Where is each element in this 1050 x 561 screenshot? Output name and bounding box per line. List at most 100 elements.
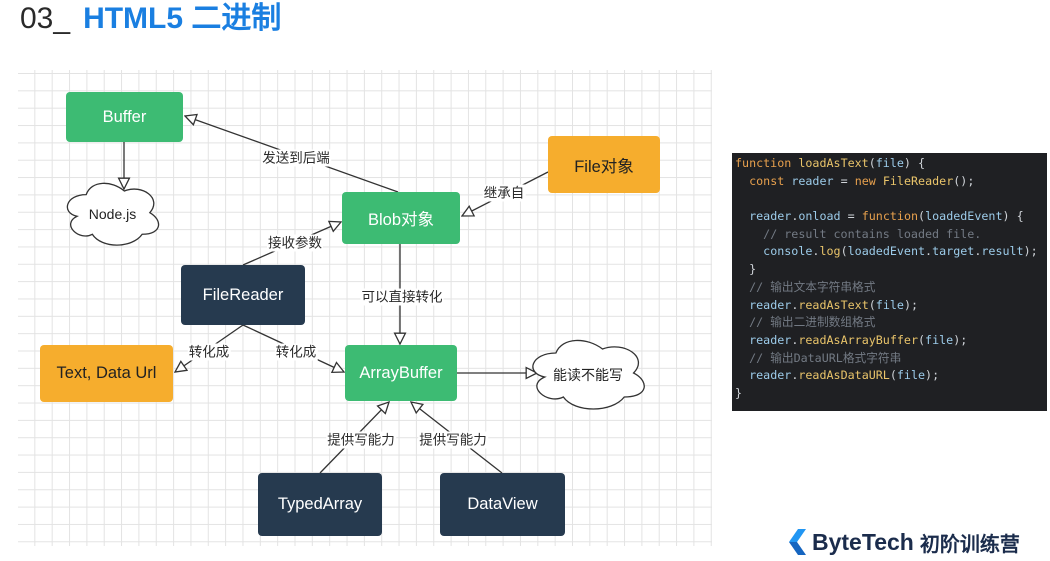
code-token: // result contains loaded file.	[763, 226, 982, 241]
code-line: const reader = new FileReader();	[735, 173, 1047, 191]
code-token: (	[917, 332, 926, 347]
node-blob: Blob对象	[342, 192, 460, 244]
node-label: 能读不能写	[553, 366, 623, 383]
node-arraybuffer: ArrayBuffer	[345, 345, 457, 401]
code-token: )	[903, 156, 911, 170]
node-label: Blob对象	[367, 211, 435, 229]
code-token	[735, 244, 763, 258]
code-token: function	[735, 156, 792, 170]
code-token: reader	[791, 173, 834, 188]
node-label: ArrayBuffer	[359, 363, 443, 382]
page-title: 03_HTML5 二进制	[20, 1, 281, 37]
code-line: console.log(loadedEvent.target.result);	[735, 243, 1047, 261]
code-token: ;	[910, 297, 919, 312]
node-text-data-url: Text, Data Url	[40, 345, 173, 402]
code-token	[735, 209, 749, 223]
code-token: loadAsText	[798, 156, 869, 170]
edge-label-file-to-blob: 继承自	[482, 184, 526, 202]
code-token: file	[875, 156, 904, 170]
brand-name: ByteTech	[812, 528, 914, 555]
code-token: .	[974, 244, 982, 259]
code-token: reader	[749, 297, 792, 312]
code-token: )	[960, 173, 968, 188]
code-token: console	[763, 244, 813, 259]
code-token: reader	[749, 332, 792, 347]
code-token: ;	[967, 173, 975, 188]
code-token: // 输出二进制数组格式	[749, 315, 876, 330]
code-token: )	[1002, 209, 1010, 224]
code-token	[834, 174, 841, 188]
code-token: )	[1023, 244, 1031, 259]
cloud-shape	[65, 182, 160, 246]
code-token: (	[953, 173, 961, 188]
code-token: reader	[749, 209, 792, 224]
node-label: Node.js	[88, 206, 137, 222]
code-token: function	[861, 209, 919, 224]
code-token: {	[918, 156, 926, 170]
node-nodejs: Node.js	[65, 182, 160, 246]
code-line: reader.readAsArrayBuffer(file);	[735, 332, 1047, 350]
code-token: onload	[798, 209, 841, 224]
code-token: (	[918, 209, 926, 224]
code-token: ;	[960, 332, 968, 347]
code-token: .	[791, 368, 799, 383]
code-token: )	[925, 368, 933, 383]
code-line: function loadAsText(file) {	[735, 155, 1047, 173]
bytetech-logo: ByteTech 初阶训练营	[789, 527, 1020, 557]
code-token	[735, 227, 763, 241]
title-main: HTML5 二进制	[83, 2, 282, 35]
node-label: Text, Data Url	[56, 364, 157, 382]
code-token: =	[840, 173, 848, 188]
code-token	[735, 280, 749, 294]
code-token: readAsDataURL	[798, 368, 890, 383]
code-snippet: function loadAsText(file) { const reader…	[732, 153, 1047, 411]
edge-label-filereader-to-blob: 接收参数	[267, 234, 323, 252]
cloud-shape	[530, 339, 646, 410]
code-token: new	[854, 173, 876, 188]
code-token: result	[981, 244, 1024, 259]
edge-label-typedarray-to-arraybuffer: 提供写能力	[326, 431, 396, 449]
code-token	[735, 315, 749, 329]
code-token	[735, 174, 749, 188]
node-label: File对象	[574, 157, 634, 176]
code-token	[735, 298, 749, 312]
code-token: )	[903, 297, 911, 312]
node-filereader: FileReader	[181, 265, 305, 325]
node-label: DataView	[467, 495, 538, 513]
code-line: // 输出二进制数组格式	[735, 314, 1047, 332]
code-token: (	[868, 297, 876, 312]
code-token	[735, 262, 749, 276]
code-token: loadedEvent	[925, 209, 1003, 224]
code-token	[876, 174, 883, 188]
node-label: TypedArray	[277, 495, 363, 513]
edge-label-filereader-to-text-data-url: 转化成	[187, 343, 231, 361]
code-token	[911, 156, 918, 170]
code-token	[735, 368, 749, 382]
code-token	[735, 333, 749, 347]
edge-label-blob-to-arraybuffer: 可以直接转化	[360, 288, 444, 306]
node-label: FileReader	[202, 285, 284, 304]
code-token: const	[749, 173, 785, 188]
code-token: log	[819, 244, 841, 259]
edge-label-blob-to-buffer: 发送到后端	[261, 149, 331, 167]
code-line: // 输出DataURL格式字符串	[735, 350, 1047, 368]
code-token: loadedEvent	[847, 244, 926, 259]
code-token	[855, 209, 862, 223]
code-token: ;	[932, 368, 940, 383]
node-readonly: 能读不能写	[530, 339, 646, 410]
code-token: (	[840, 244, 848, 259]
code-token: .	[925, 244, 933, 259]
code-token: ;	[1030, 244, 1038, 259]
code-line: // 输出文本字符串格式	[735, 279, 1047, 297]
code-token: file	[896, 368, 926, 383]
node-file: File对象	[548, 136, 660, 193]
node-buffer: Buffer	[66, 92, 183, 142]
code-token: readAsArrayBuffer	[798, 332, 918, 347]
edge-label-dataview-to-arraybuffer: 提供写能力	[418, 431, 488, 449]
code-token: .	[791, 332, 799, 347]
code-token: FileReader	[882, 173, 954, 188]
code-token: readAsText	[798, 297, 869, 312]
edge-label-filereader-to-arraybuffer: 转化成	[274, 343, 318, 361]
code-line: reader.readAsDataURL(file);	[735, 367, 1047, 385]
